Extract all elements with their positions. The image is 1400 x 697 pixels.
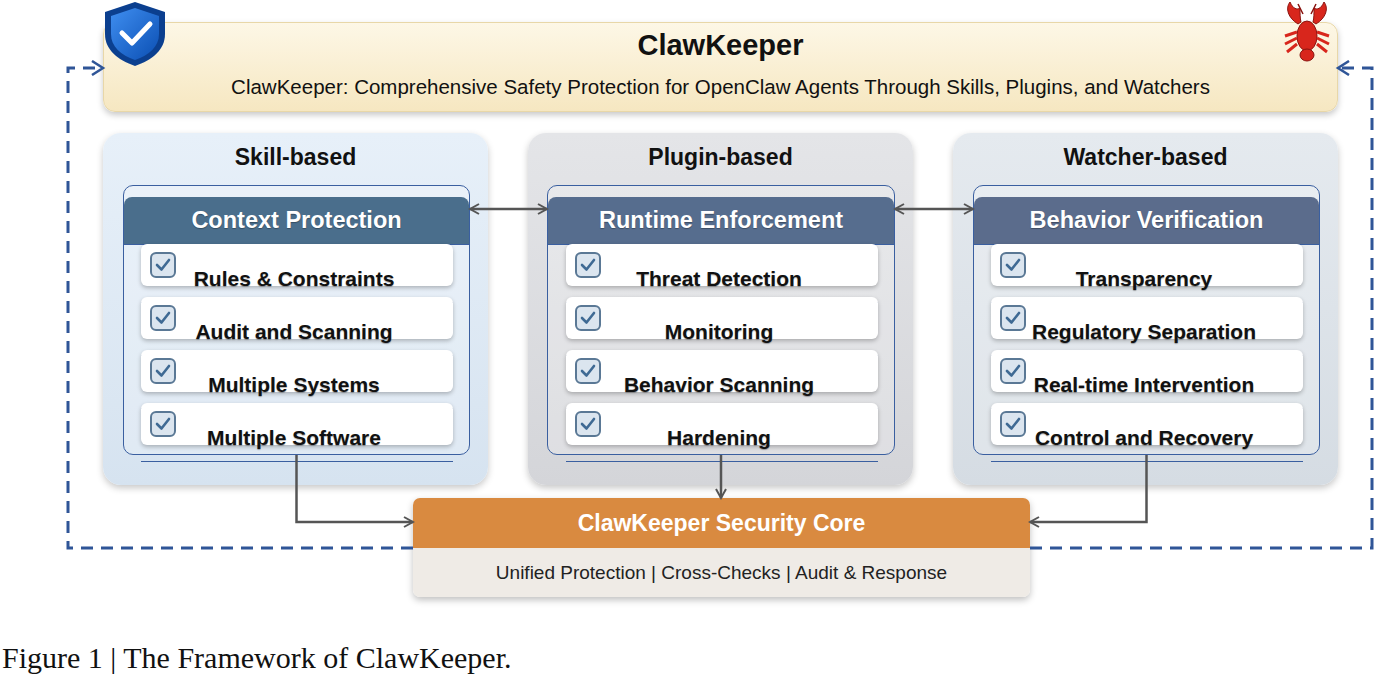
- core-title: ClawKeeper Security Core: [413, 498, 1030, 548]
- checkbox-icon: [149, 410, 177, 438]
- feature-item: Transparency: [991, 244, 1303, 286]
- feature-label: Threat Detection: [566, 255, 878, 303]
- checkbox-icon: [574, 410, 602, 438]
- panel-heading: Skill-based: [103, 144, 488, 171]
- feature-item: Rules & Constraints: [141, 244, 453, 286]
- feature-item: Regulatory Separation: [991, 297, 1303, 339]
- feature-item: Multiple Software: [141, 403, 453, 445]
- module-header: Runtime Enforcement: [548, 197, 894, 245]
- diagram-title: ClawKeeper: [104, 29, 1337, 62]
- feature-item: Threat Detection: [566, 244, 878, 286]
- feature-label: Transparency: [991, 255, 1303, 303]
- checkbox-icon: [999, 410, 1027, 438]
- title-band: ClawKeeperClawKeeper: Comprehensive Safe…: [103, 22, 1338, 112]
- checkbox-icon: [999, 357, 1027, 385]
- feature-label: Control and Recovery: [991, 414, 1303, 462]
- feature-label: Hardening: [566, 414, 878, 462]
- feature-item: Control and Recovery: [991, 403, 1303, 445]
- feature-label: Regulatory Separation: [991, 308, 1303, 356]
- module-box: Runtime EnforcementThreat DetectionMonit…: [547, 185, 895, 455]
- checkbox-icon: [574, 304, 602, 332]
- security-core-box: ClawKeeper Security CoreUnified Protecti…: [413, 498, 1030, 597]
- checkbox-icon: [149, 251, 177, 279]
- feature-label: Rules & Constraints: [141, 255, 453, 303]
- feature-label: Monitoring: [566, 308, 878, 356]
- category-panel: Skill-basedContext ProtectionRules & Con…: [103, 133, 488, 485]
- panel-heading: Plugin-based: [528, 144, 913, 171]
- checkbox-icon: [149, 357, 177, 385]
- feature-label: Multiple Software: [141, 414, 453, 462]
- module-header: Context Protection: [124, 197, 469, 245]
- feature-item: Multiple Systems: [141, 350, 453, 392]
- feature-item: Real-time Intervention: [991, 350, 1303, 392]
- feature-item: Behavior Scanning: [566, 350, 878, 392]
- category-panel: Watcher-basedBehavior VerificationTransp…: [953, 133, 1338, 485]
- category-panel: Plugin-basedRuntime EnforcementThreat De…: [528, 133, 913, 485]
- module-header: Behavior Verification: [974, 197, 1319, 245]
- feature-label: Behavior Scanning: [566, 361, 878, 409]
- panel-heading: Watcher-based: [953, 144, 1338, 171]
- checkbox-icon: [574, 251, 602, 279]
- figure-caption: Figure 1 | The Framework of ClawKeeper.: [2, 641, 512, 675]
- checkbox-icon: [149, 304, 177, 332]
- feature-label: Audit and Scanning: [141, 308, 453, 356]
- module-box: Context ProtectionRules & ConstraintsAud…: [123, 185, 470, 455]
- feature-label: Real-time Intervention: [991, 361, 1303, 409]
- checkbox-icon: [574, 357, 602, 385]
- feature-item: Monitoring: [566, 297, 878, 339]
- feature-item: Hardening: [566, 403, 878, 445]
- subtitle: ClawKeeper: Comprehensive Safety Protect…: [144, 75, 1297, 99]
- feature-label: Multiple Systems: [141, 361, 453, 409]
- feature-item: Audit and Scanning: [141, 297, 453, 339]
- checkbox-icon: [999, 251, 1027, 279]
- module-box: Behavior VerificationTransparencyRegulat…: [973, 185, 1320, 455]
- checkbox-icon: [999, 304, 1027, 332]
- core-summary: Unified Protection | Cross-Checks | Audi…: [413, 548, 1030, 597]
